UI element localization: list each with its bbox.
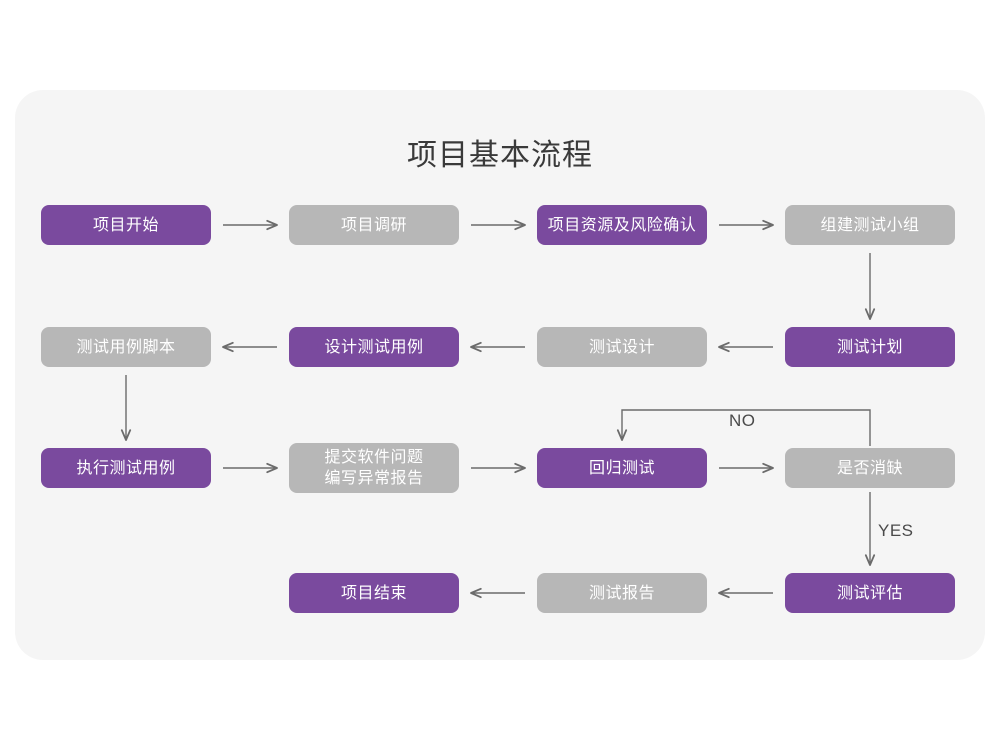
node-test-evaluation[interactable]: 测试评估: [785, 573, 955, 613]
node-build-test-team[interactable]: 组建测试小组: [785, 205, 955, 245]
node-defect-resolved-decision[interactable]: 是否消缺: [785, 448, 955, 488]
node-test-report[interactable]: 测试报告: [537, 573, 707, 613]
node-execute-test-case[interactable]: 执行测试用例: [41, 448, 211, 488]
node-regression-test[interactable]: 回归测试: [537, 448, 707, 488]
page-title: 项目基本流程: [407, 139, 593, 172]
node-project-end[interactable]: 项目结束: [289, 573, 459, 613]
node-test-case-script[interactable]: 测试用例脚本: [41, 327, 211, 367]
diagram-panel: [15, 90, 985, 660]
node-design-test-case[interactable]: 设计测试用例: [289, 327, 459, 367]
node-project-research[interactable]: 项目调研: [289, 205, 459, 245]
node-submit-defect-report[interactable]: 提交软件问题 编写异常报告: [289, 443, 459, 493]
edge-label-yes: YES: [878, 521, 914, 540]
node-project-start[interactable]: 项目开始: [41, 205, 211, 245]
node-resource-risk-confirm[interactable]: 项目资源及风险确认: [537, 205, 707, 245]
edge-label-no: NO: [729, 411, 756, 430]
node-test-plan[interactable]: 测试计划: [785, 327, 955, 367]
node-test-design[interactable]: 测试设计: [537, 327, 707, 367]
